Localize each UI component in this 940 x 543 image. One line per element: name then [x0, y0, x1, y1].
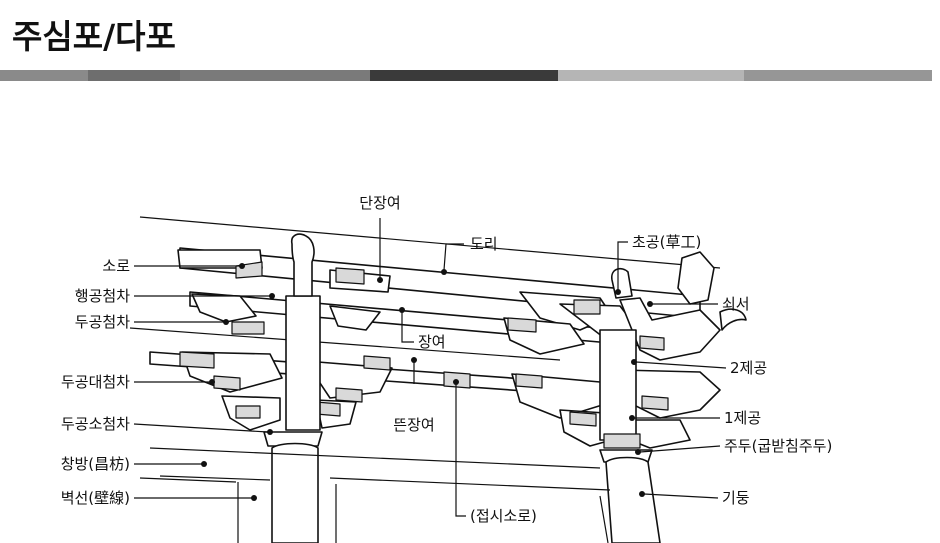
label-dugongdae-cheomcha: 두공대첨차 — [61, 373, 130, 391]
leader-lines — [133, 218, 727, 517]
divider-segment — [0, 70, 88, 81]
divider-segment — [558, 70, 744, 81]
label-second-jegong: 2제공 — [730, 359, 767, 377]
label-jeopsi-soro: (접시소로) — [470, 507, 537, 525]
bracket-drawing — [129, 216, 747, 543]
label-byeokseon: 벽선(壁線) — [61, 489, 130, 507]
label-haenggong-cheomcha: 행공첨차 — [75, 287, 130, 305]
diagram-labels: 단장여 도리 초공(草工) 소로 행공첨차 쇠서 두공첨차 장여 2제공 두공대… — [61, 194, 833, 525]
label-judu: 주두(굽받침주두) — [724, 437, 832, 455]
label-chogong: 초공(草工) — [632, 233, 701, 251]
label-soeseo: 쇠서 — [722, 295, 750, 313]
divider-segment — [88, 70, 180, 81]
label-dugongso-cheomcha: 두공소첨차 — [61, 415, 130, 433]
divider-segment — [744, 70, 932, 81]
label-gidung: 기둥 — [722, 489, 750, 507]
label-changbang: 창방(昌枋) — [61, 455, 130, 473]
label-soro: 소로 — [102, 257, 130, 275]
label-danjangyeo: 단장여 — [359, 194, 400, 212]
title-divider-bar — [0, 70, 932, 81]
label-tteunjangyeo: 뜬장여 — [393, 416, 434, 434]
page-title: 주심포/다포 — [12, 17, 176, 56]
label-dugong-cheomcha: 두공첨차 — [75, 313, 130, 331]
divider-segment — [370, 70, 558, 81]
label-jangyeo: 장여 — [418, 333, 446, 351]
label-first-jegong: 1제공 — [724, 409, 761, 427]
label-dori: 도리 — [470, 235, 498, 253]
divider-segment — [180, 70, 370, 81]
